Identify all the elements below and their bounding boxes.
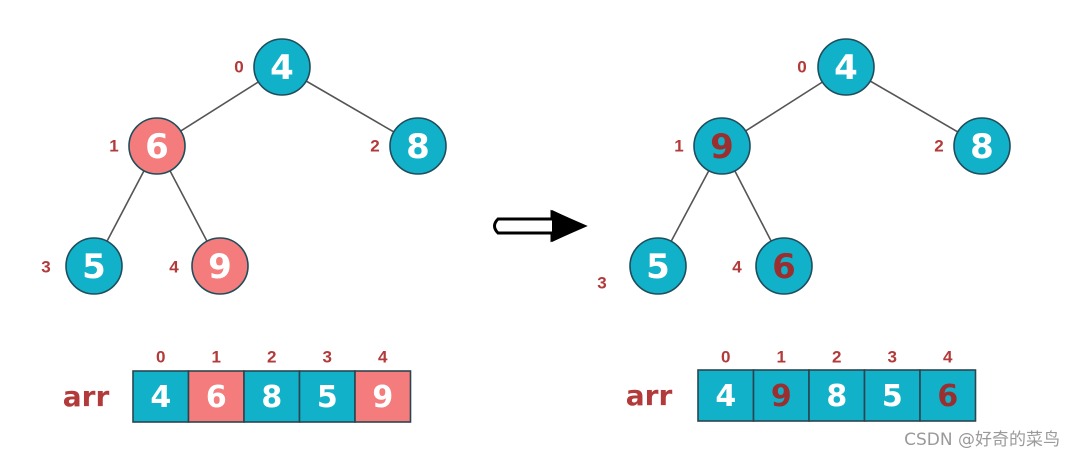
array-index: 0 [721, 348, 730, 367]
node-index: 0 [234, 58, 243, 77]
tree-node: 53 [597, 237, 687, 295]
array-index: 1 [212, 348, 221, 367]
array-cell-value: 6 [206, 380, 227, 415]
array-cell [863, 369, 921, 422]
node-value: 8 [970, 127, 994, 167]
node-index: 2 [370, 137, 379, 156]
node-value: 4 [270, 48, 294, 88]
node-value: 4 [834, 48, 858, 88]
array-cell-value: 9 [771, 379, 792, 414]
right-arrow-icon [493, 209, 588, 243]
node-circle [65, 237, 123, 295]
node-value: 5 [82, 247, 106, 287]
node-value: 9 [208, 247, 232, 287]
node-value: 8 [406, 127, 430, 167]
tree-node: 40 [797, 38, 875, 96]
node-index: 0 [797, 58, 806, 77]
node-index: 2 [934, 137, 943, 156]
array-cell [243, 370, 301, 423]
array-index: 4 [378, 348, 388, 367]
tree-node: 64 [732, 237, 813, 295]
array-cell-value: 5 [882, 379, 903, 414]
node-index: 1 [674, 137, 683, 156]
array-cell [298, 370, 356, 423]
node-value: 6 [772, 247, 796, 287]
node-value: 6 [145, 127, 169, 167]
array-cell-value: 9 [372, 380, 393, 415]
node-circle [389, 117, 447, 175]
array-cell [919, 369, 977, 422]
tree-node: 82 [934, 117, 1011, 175]
array-cell [752, 369, 810, 422]
array-cell [354, 370, 412, 423]
node-value: 9 [710, 127, 734, 167]
array-cell-value: 5 [317, 380, 338, 415]
array-label: arr [63, 380, 110, 413]
node-circle [629, 237, 687, 295]
array-index: 2 [267, 348, 276, 367]
array-cell-value: 4 [150, 380, 171, 415]
array-index: 2 [832, 348, 841, 367]
node-index: 4 [732, 258, 742, 277]
node-index: 3 [597, 274, 606, 293]
tree-node: 82 [370, 117, 447, 175]
array-index: 1 [777, 348, 786, 367]
array-index: 3 [888, 348, 897, 367]
array-label: arr [626, 379, 673, 412]
node-circle [191, 237, 249, 295]
array-index: 3 [323, 348, 332, 367]
node-circle [253, 38, 311, 96]
node-circle [755, 237, 813, 295]
watermark: CSDN @好奇的菜鸟 [904, 430, 1060, 450]
array-index: 4 [943, 348, 953, 367]
array-index: 0 [156, 348, 165, 367]
array-cell-value: 8 [261, 380, 282, 415]
node-index: 1 [109, 137, 118, 156]
array-cell [808, 369, 866, 422]
node-circle [817, 38, 875, 96]
node-circle [693, 117, 751, 175]
node-index: 3 [41, 258, 50, 277]
tree-node: 40 [234, 38, 311, 96]
array-cell-value: 6 [937, 379, 958, 414]
array-cell-value: 8 [826, 379, 847, 414]
node-circle [128, 117, 186, 175]
tree-node: 53 [41, 237, 123, 295]
node-value: 5 [646, 247, 670, 287]
array-cell [132, 370, 190, 423]
left-array: arr 4 0 6 1 8 2 5 3 9 4 [63, 348, 412, 423]
tree-node: 61 [109, 117, 186, 175]
node-index: 4 [169, 258, 179, 277]
tree-node: 94 [169, 237, 249, 295]
node-circle [953, 117, 1011, 175]
tree-node: 91 [674, 117, 751, 175]
array-cell-value: 4 [715, 379, 736, 414]
